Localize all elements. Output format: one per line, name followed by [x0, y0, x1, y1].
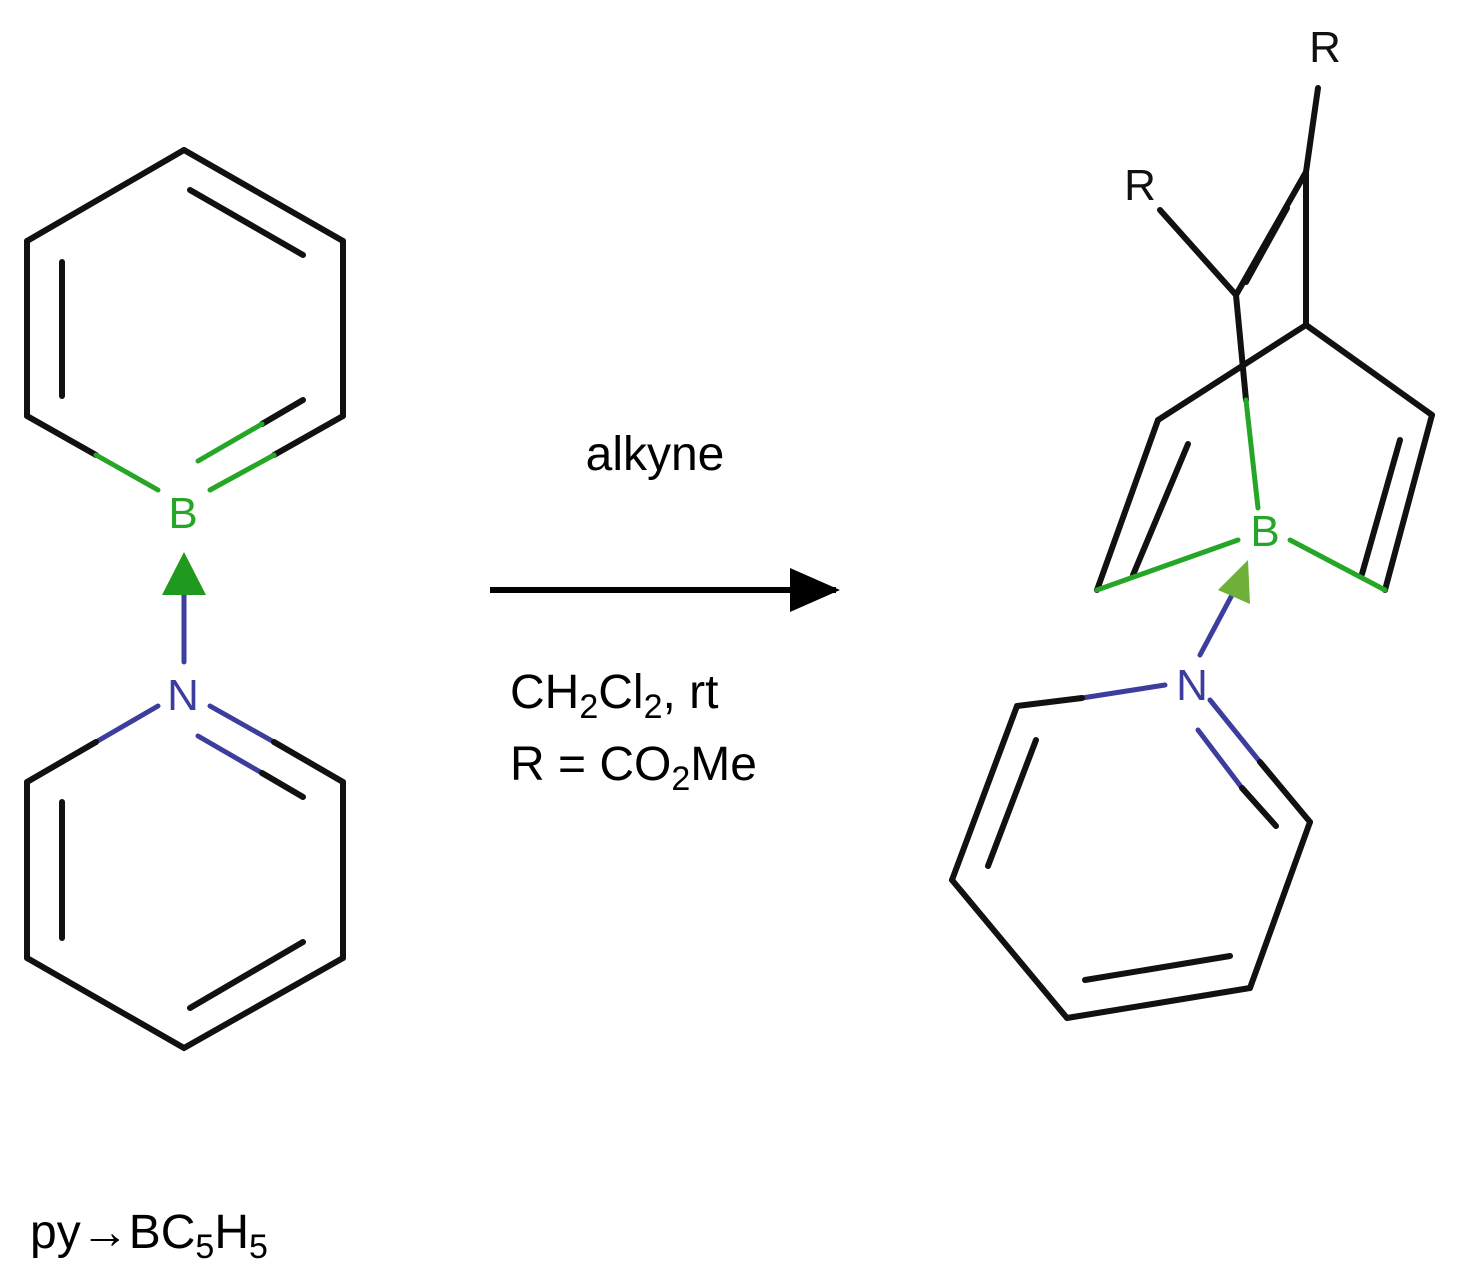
product-substituent-r-left: R	[1124, 161, 1156, 210]
product-boron-atom: B	[1250, 507, 1279, 556]
product-dative-arrow	[1197, 560, 1250, 658]
reaction-arrow-head	[790, 568, 840, 612]
conditions-solvent: CH2Cl2, rt	[510, 666, 719, 726]
reagent-label: alkyne	[586, 428, 725, 481]
reactant-boron-atom: B	[168, 489, 197, 538]
conditions-substituent-definition: R = CO2Me	[510, 738, 757, 798]
product-substituent-r-top: R	[1309, 23, 1341, 72]
reactant-pyridine-ring	[24, 703, 346, 1051]
reactant-borabenzene-ring	[24, 147, 346, 493]
reactant-caption: py→BC5H5	[30, 1206, 268, 1266]
product-bicyclic-framework	[1094, 85, 1435, 593]
product-pyridine-ring	[949, 682, 1313, 1021]
product-nitrogen-atom: N	[1176, 661, 1208, 710]
reactant-dative-arrow	[162, 552, 206, 665]
reactant-nitrogen-atom: N	[167, 671, 199, 720]
